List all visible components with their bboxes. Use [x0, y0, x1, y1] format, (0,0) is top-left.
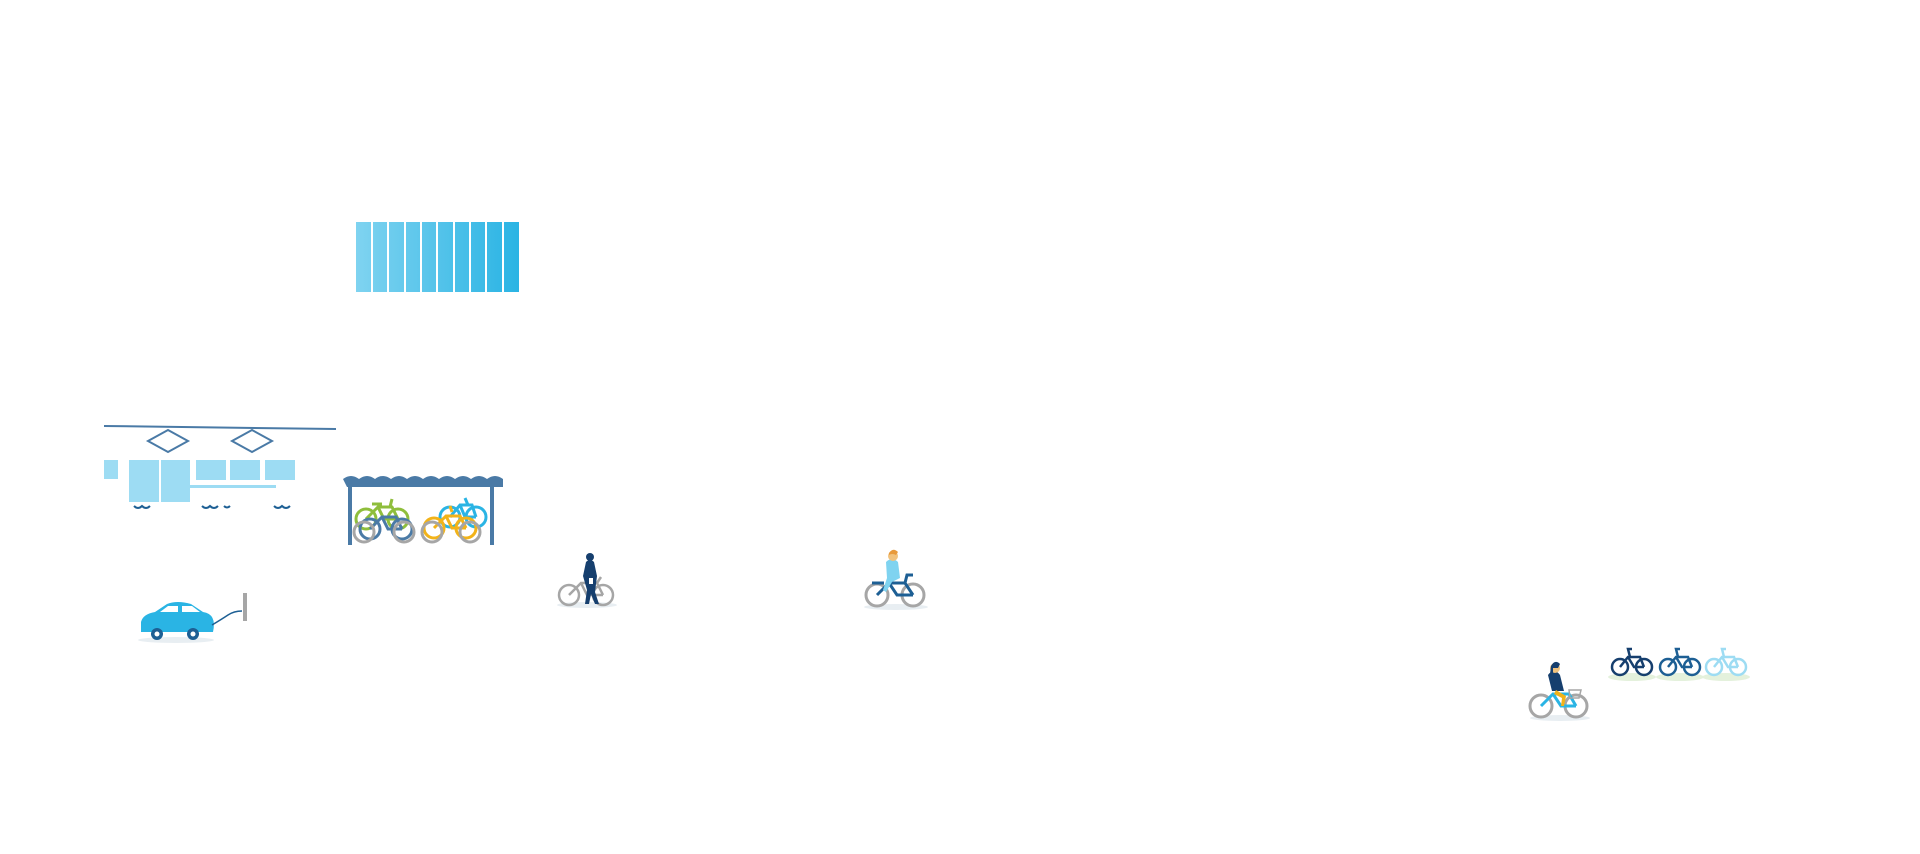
- person-walking-bike-icon: [557, 553, 617, 608]
- bike-share-group-icon: [1608, 647, 1750, 681]
- bike-shelter-icon: [343, 476, 503, 545]
- building-panels-icon: [356, 222, 519, 292]
- cyclist-icon: [864, 549, 928, 610]
- cyclist-with-basket-icon: [1528, 661, 1590, 721]
- electric-car-charging-icon: [138, 593, 247, 643]
- tram-icon: [103, 425, 337, 509]
